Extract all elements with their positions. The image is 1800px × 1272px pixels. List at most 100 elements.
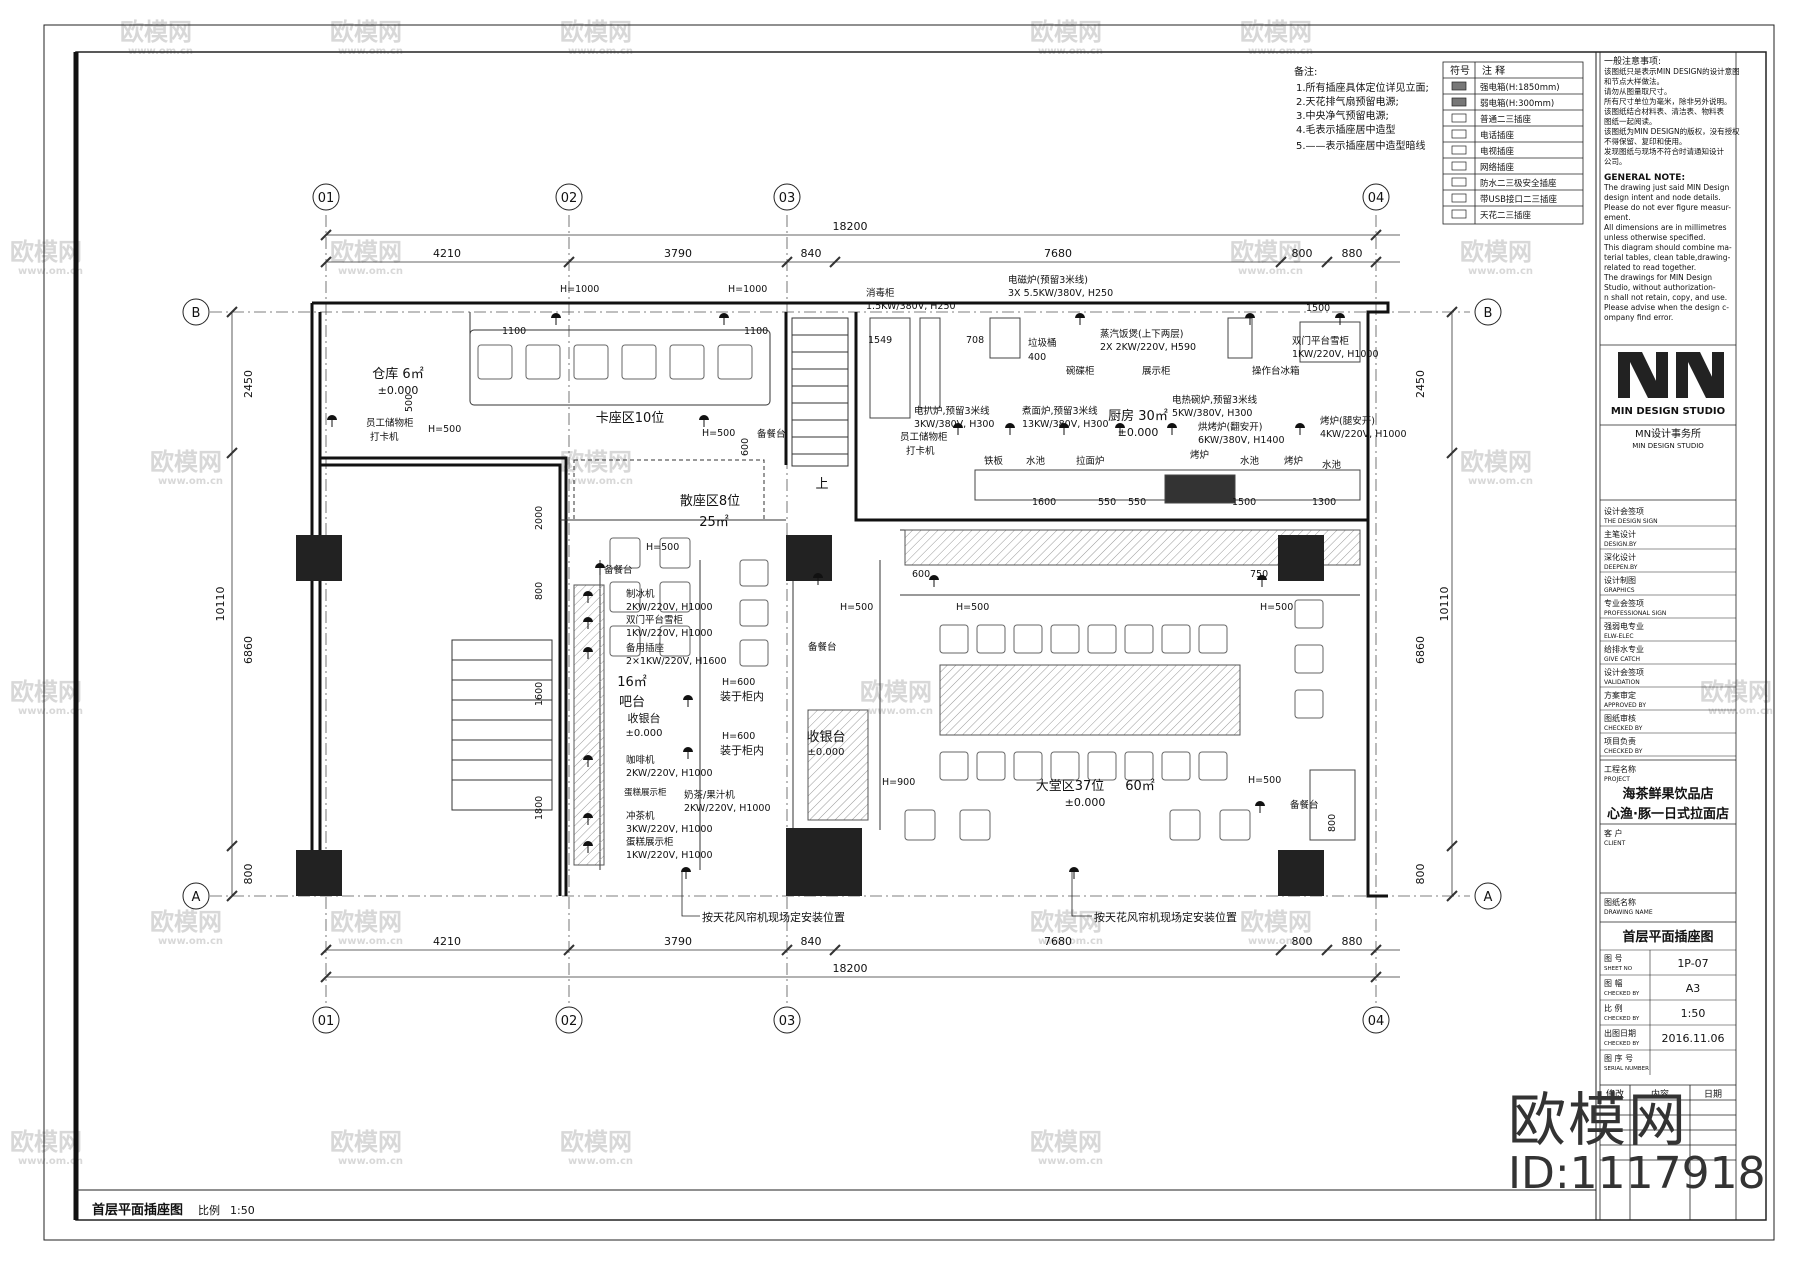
tb-drawing-name-label: 图纸名称 [1604,897,1636,907]
label-dim-1100-b: 1100 [744,326,768,337]
tb-en-line-6: This diagram should combine ma- [1603,243,1732,252]
room-bar-area: 16㎡ [617,675,647,690]
label-baking-oven-spec: 6KW/380V, H1400 [1198,435,1285,446]
grid-col-02-bottom: 02 [561,1014,578,1029]
tb-gen-line-6: 该图纸为MIN DESIGN的版权，没有授权 [1604,126,1740,136]
seat [573,344,609,380]
label-cake-display-2-spec: 1KW/220V, H1000 [626,850,713,861]
tb-en-line-10: Studio, without authorization- [1604,283,1716,292]
watermark-logo: 欧模网 [1240,908,1312,936]
tb-client-label-en: CLIENT [1604,840,1626,847]
label-dim-1549: 1549 [868,335,892,346]
socket-markers [327,313,1345,879]
label-sterilizer-spec: 1.5KW/380V, H250 [866,301,956,312]
socket-icon [1115,423,1125,428]
tb-gen-line-9: 公司。 [1604,157,1627,166]
room-hall-level: ±0.000 [1065,796,1106,809]
label-clock-machine-2: 打卡机 [906,445,935,457]
watermark-logo: 欧模网 [560,448,632,476]
label-ice-machine: 制冰机 [626,588,655,600]
label-double-fridge-kitchen: 双门平台雪柜 [1292,335,1350,347]
tb-firm-cn: MN设计事务所 [1635,427,1701,440]
seat [1198,751,1228,781]
structural-columns [296,535,1324,896]
grid-row-a-left: A [192,890,201,905]
meta-row-cn: 图 幅 [1604,978,1623,988]
meta-row-en: CHECKED BY [1604,1041,1640,1047]
label-coffee-machine: 咖啡机 [626,754,655,766]
dim-top-2: 3790 [664,247,692,260]
label-h500-f: H=500 [1260,602,1293,613]
tb-en-head: GENERAL NOTE: [1604,173,1685,183]
legend-row-label: 带USB接口二三插座 [1480,194,1557,205]
socket-icon [683,695,693,700]
seat [1013,751,1043,781]
label-dim-1100-a: 1100 [502,326,526,337]
dimension-lines [226,229,1458,983]
label-induction-spec: 3X 5.5KW/380V, H250 [1008,288,1113,299]
tb-gen-line-2: 请勿从图量取尺寸。 [1604,86,1672,96]
socket-icon [1167,423,1177,428]
label-display-cabinet: 展示柜 [1142,365,1171,377]
sign-row-cn: 深化设计 [1604,552,1636,562]
watermark-logo: 欧模网 [10,678,82,706]
corner-watermark-logo: 欧模网 [1508,1086,1689,1154]
legend-row-label: 强电箱(H:1850mm) [1480,82,1560,93]
socket-icon [583,647,593,652]
meta-row-cn: 图 序 号 [1604,1053,1633,1063]
socket-icon [1257,575,1267,580]
socket-icon [1295,423,1305,428]
tb-gen-line-3: 所有尺寸单位为毫米，除非另外说明。 [1604,96,1732,106]
seat [609,581,641,613]
tb-project-label: 工程名称 [1604,764,1636,774]
seat [717,344,753,380]
label-iron-plate: 铁板 [984,455,1004,467]
dim-left-3: 800 [242,864,255,885]
tb-en-line-3: ement. [1604,213,1631,222]
watermark-logo: 欧模网 [120,18,192,46]
watermark-logo: 欧模网 [150,908,222,936]
meta-row-en: CHECKED BY [1604,991,1640,997]
watermark-logo: 欧模网 [1240,18,1312,46]
rev-col-2: 内容 [1651,1088,1669,1100]
label-h900: H=900 [882,777,915,788]
dim-right-2: 6860 [1414,636,1427,664]
legend-col-symbol: 符号 [1450,64,1470,77]
watermark-url: www.om.cn [1708,706,1773,717]
hall-long-table [939,664,1241,736]
room-kitchen: 厨房 30㎡ [1108,408,1168,424]
dim-bottom-6: 880 [1342,935,1363,948]
label-bowl-warmer: 电热碗炉,预留3米线 [1172,394,1258,406]
label-grill-plate-spec: 3KW/380V, H300 [914,419,994,430]
seat [1198,624,1228,654]
dim-right-1: 2450 [1414,370,1427,398]
meta-row-en: SERIAL NUMBER [1604,1066,1649,1072]
socket-icon [1059,423,1069,428]
dim-top-total: 18200 [833,220,868,233]
seat [659,537,691,569]
watermark-url: www.om.cn [1468,476,1533,487]
label-sink-2: 水池 [1240,455,1260,467]
tb-en-line-5: unless otherwise specified. [1604,233,1705,242]
label-dim-800-b: 800 [534,582,545,600]
sign-row-en: CHECKED BY [1604,725,1643,732]
tb-project-line-1: 海茶鲜果饮品店 [1622,786,1713,802]
label-juice-machine-spec: 2KW/220V, H1000 [684,803,771,814]
cashier-counter [807,709,869,821]
socket-icon [699,415,709,420]
label-dim-1500-b: 1500 [1306,303,1330,314]
sign-row-cn: 设计制图 [1604,575,1636,585]
label-h500-b: H=500 [702,428,735,439]
watermark-url: www.om.cn [18,706,83,717]
tb-en-line-0: The drawing just said MIN Design [1603,183,1730,192]
watermark-url: www.om.cn [338,1156,403,1167]
meta-row-value: 1:50 [1681,1007,1706,1020]
watermark-logo: 欧模网 [330,908,402,936]
rev-col-3: 日期 [1704,1089,1722,1100]
seat [669,344,705,380]
legend-symbol-icon [1451,113,1467,123]
watermark-logo: 欧模网 [1030,1128,1102,1156]
seat [939,624,969,654]
dim-bottom-total: 18200 [833,962,868,975]
